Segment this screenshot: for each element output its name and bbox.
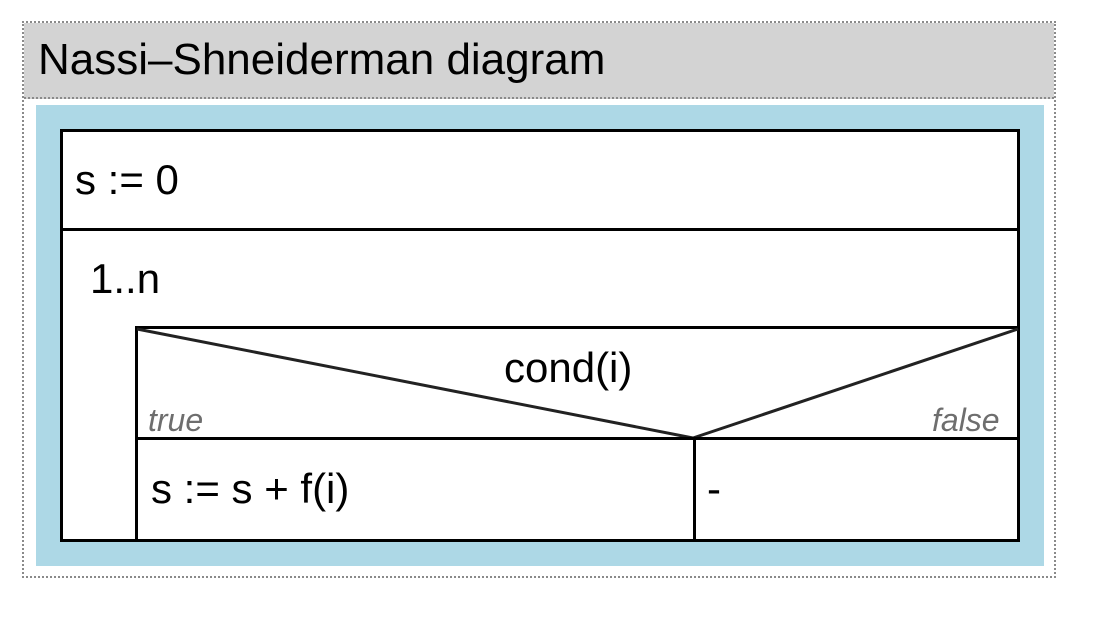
true-branch-label: true bbox=[148, 402, 204, 438]
true-action-block bbox=[135, 437, 696, 542]
diagram-title: Nassi–Shneiderman diagram bbox=[38, 35, 606, 84]
true-action-text: s := s + f(i) bbox=[151, 465, 350, 512]
condition-right-diagonal bbox=[692, 327, 1019, 440]
condition-left-diagonal bbox=[136, 327, 694, 440]
false-action-text: - bbox=[707, 465, 721, 512]
false-action-block bbox=[693, 437, 1020, 542]
condition-text: cond(i) bbox=[504, 344, 633, 391]
false-branch-label: false bbox=[932, 402, 1000, 438]
loop-header-text: 1..n bbox=[90, 255, 161, 302]
condition-block bbox=[135, 326, 1020, 441]
init-statement-block bbox=[60, 129, 1020, 231]
init-statement-text: s := 0 bbox=[75, 156, 179, 203]
title-bar: Nassi–Shneiderman diagram bbox=[24, 23, 1054, 99]
diagram-frame: Nassi–Shneiderman diagram bbox=[22, 21, 1056, 578]
